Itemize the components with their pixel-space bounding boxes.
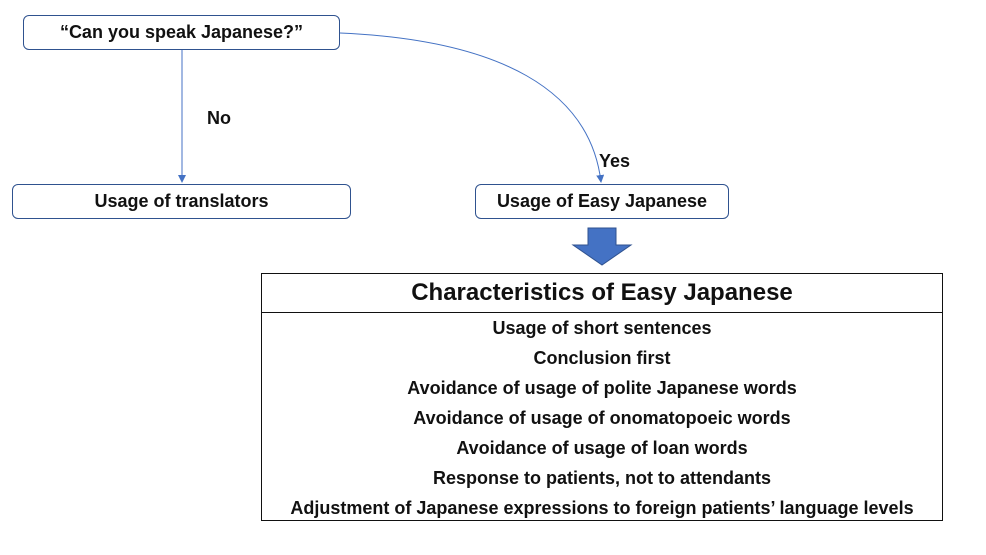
easy-japanese-box: Usage of Easy Japanese [475, 184, 729, 219]
characteristic-item: Usage of short sentences [492, 318, 712, 338]
characteristics-title: Characteristics of Easy Japanese [262, 274, 942, 313]
characteristics-table: Characteristics of Easy Japanese Usage o… [261, 273, 943, 521]
no-label: No [207, 108, 231, 128]
down-block-arrow [571, 227, 633, 266]
characteristic-item: Adjustment of Japanese expressions to fo… [290, 498, 914, 518]
translators-text: Usage of translators [94, 191, 269, 211]
characteristic-item: Avoidance of usage of onomatopoeic words [413, 408, 791, 428]
characteristic-item: Response to patients, not to attendants [432, 468, 772, 488]
characteristic-item: Avoidance of usage of loan words [456, 438, 748, 458]
easy-japanese-text: Usage of Easy Japanese [496, 191, 708, 211]
characteristic-item: Conclusion first [533, 348, 671, 368]
characteristic-item: Avoidance of usage of polite Japanese wo… [407, 378, 797, 398]
characteristics-list: Usage of short sentences Conclusion firs… [262, 313, 942, 523]
yes-label: Yes [599, 151, 631, 171]
translators-box: Usage of translators [12, 184, 351, 219]
question-text: “Can you speak Japanese?” [59, 22, 304, 42]
question-box: “Can you speak Japanese?” [23, 15, 340, 50]
yes-connector [339, 32, 605, 183]
